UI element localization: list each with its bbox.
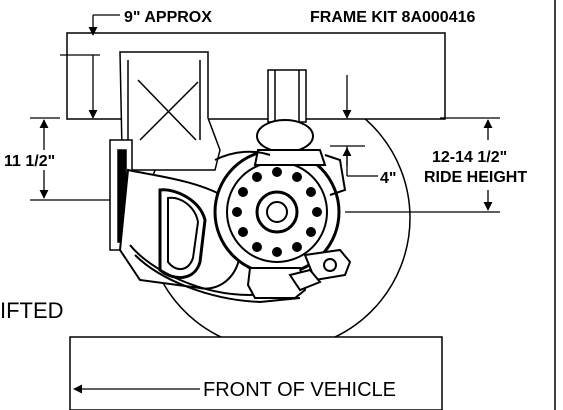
trailing-arm — [118, 168, 331, 304]
frame-kit-label: FRAME KIT 8A000416 — [310, 9, 475, 26]
bottom-frame-block — [69, 336, 443, 410]
offset-label: 4" — [380, 170, 396, 187]
approx-depth-label: 9" APPROX — [124, 9, 212, 26]
left-height-dimension — [30, 117, 110, 201]
ride-height-value: 12-14 1/2" — [432, 149, 507, 166]
brake-chamber — [214, 119, 347, 196]
wheel-hub — [213, 148, 341, 276]
left-height-label: 11 1/2" — [4, 153, 55, 170]
ride-height-label: RIDE HEIGHT — [424, 169, 527, 186]
offset-dimension — [330, 75, 378, 177]
upper-mount — [267, 69, 307, 123]
front-of-vehicle-label: FRONT OF VEHICLE — [203, 379, 396, 401]
approx-dimension — [60, 14, 120, 119]
ride-height-dimension — [345, 117, 500, 213]
lifted-label: IFTED — [0, 298, 64, 323]
lower-bracket — [246, 248, 352, 299]
